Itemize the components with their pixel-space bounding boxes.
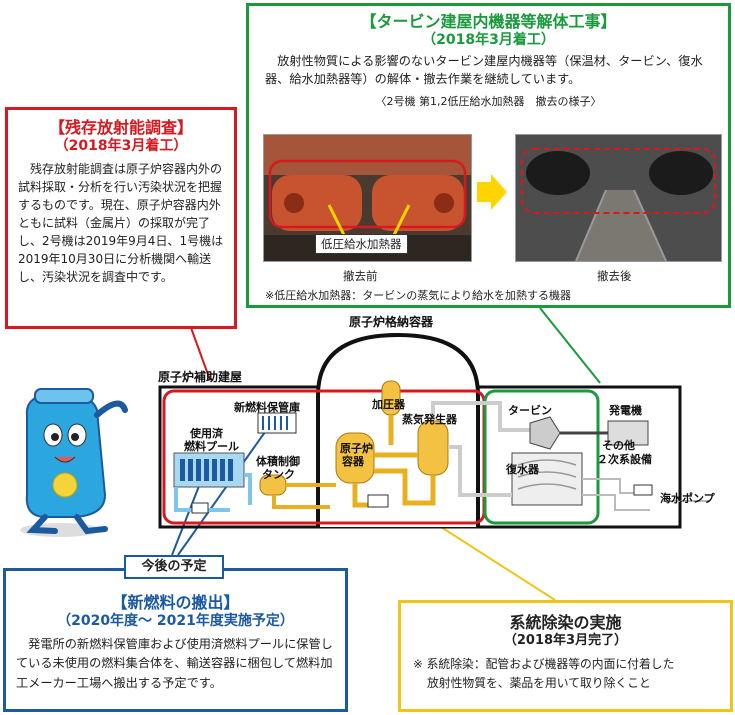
survey-panel: 【残存放射能調査】 （2018年3月着工） 残存放射能調査は原子炉容器内外の試料…: [5, 107, 237, 329]
feedwater-line: [448, 445, 512, 497]
fuel-panel: 【新燃料の搬出】 （2020年度～ 2021年度実施予定） 発電所の新燃料保管庫…: [3, 568, 348, 712]
containment-label: 原子炉格納容器: [349, 315, 434, 329]
cvcs-line: [272, 483, 336, 509]
after-photo: [515, 134, 722, 262]
primary-loop: [352, 415, 436, 508]
seawater-pump-symbol: [633, 484, 653, 496]
turbine-rotor: [529, 416, 561, 450]
pool-cooling-loop: [174, 473, 252, 512]
survey-connector: [189, 324, 211, 381]
reactor-vessel-label-2: 容器: [342, 455, 364, 468]
new-fuel-storage-label: 新燃料保管庫: [234, 401, 300, 414]
spent-fuel-pool-label-1: 使用済: [190, 427, 223, 440]
schedule-badge: 今後の予定: [124, 555, 224, 579]
turbine-connector: [539, 307, 601, 384]
condenser: [511, 452, 583, 506]
reactor-vessel-label-1: 原子炉: [340, 442, 373, 455]
steam-generator: [417, 420, 449, 476]
aux-building-label: 原子炉補助建屋: [158, 370, 243, 384]
turbine-scope-highlight: [483, 389, 600, 525]
after-photo-image: [516, 135, 721, 261]
photo-caption: 〈2号機 第1,2低圧給水加熱器 撤去の様子〉: [375, 95, 602, 109]
decon-panel: 系統除染の実施 （2018年3月完了） ※ 系統除染：配管および機器等の内面に付…: [398, 600, 733, 712]
turbine-panel: 【タービン建屋内機器等解体工事】 （2018年3月着工） 放射性物質による影響の…: [246, 3, 731, 308]
before-photo: [263, 134, 472, 262]
generator-label: 発電機: [609, 404, 642, 417]
turbine-date: （2018年3月着工）: [422, 32, 555, 48]
spent-fuel-pool-label-2: 燃料プール: [184, 440, 239, 453]
arrow-right-icon: [477, 174, 507, 210]
pressurizer-label: 加圧器: [372, 398, 405, 411]
fuel-date: （2020年度～ 2021年度実施予定）: [57, 613, 294, 629]
decon-connector: [429, 519, 556, 601]
fuel-title: 【新燃料の搬出】: [111, 593, 240, 612]
fuel-body: 発電所の新燃料保管庫および使用済燃料プールに保管している未使用の燃料集合体を、輸…: [16, 636, 333, 690]
primary-pump: [367, 494, 389, 508]
condenser-label: 復水器: [506, 463, 539, 476]
turbine-title: 【タービン建屋内機器等解体工事】: [360, 12, 617, 31]
decon-title: 系統除染の実施: [509, 613, 622, 632]
decon-note-2: 放射性物質を、薬品を用いて取り除くこと: [427, 676, 651, 691]
before-photo-image: [264, 135, 471, 261]
steam-generator-label: 蒸気発生器: [402, 413, 457, 426]
seawater-pump-label: 海水ポンプ: [660, 492, 715, 505]
decon-date: （2018年3月完了）: [503, 633, 628, 648]
turbine-label: タービン: [508, 404, 552, 417]
mascot-character: [20, 388, 128, 537]
heater-label: 低圧給水加熱器: [315, 234, 408, 254]
after-label: 撤去後: [597, 269, 632, 283]
containment-dome: [316, 332, 480, 527]
fuel-connector-b: [177, 431, 266, 556]
other-equipment-label-2: ２次系設備: [597, 453, 652, 466]
other-equipment-label-1: その他: [602, 439, 635, 452]
decon-note-1: ※ 系統除染：配管および機器等の内面に付着した: [413, 657, 675, 672]
vct-label-2: タンク: [262, 468, 295, 481]
plant-diagram: [158, 332, 710, 529]
main-steam-line: [431, 401, 530, 432]
before-label: 撤去前: [343, 269, 378, 283]
survey-date: （2018年3月着工）: [54, 138, 188, 154]
survey-body: 残存放射能調査は原子炉容器内外の試料採取・分析を行い汚染状況を把握するものです。…: [18, 161, 224, 284]
turbine-body: 放射性物質による影響のないタービン建屋内機器等（保温材、タービン、復水器、給水加…: [265, 53, 703, 87]
survey-title: 【残存放射能調査】: [48, 118, 193, 137]
pool-pump: [191, 502, 209, 514]
heater-note: ※低圧給水加熱器：タービンの蒸気により給水を加熱する機器: [265, 289, 571, 302]
generator: [607, 420, 649, 446]
vct-label-1: 体積制御: [256, 455, 300, 468]
